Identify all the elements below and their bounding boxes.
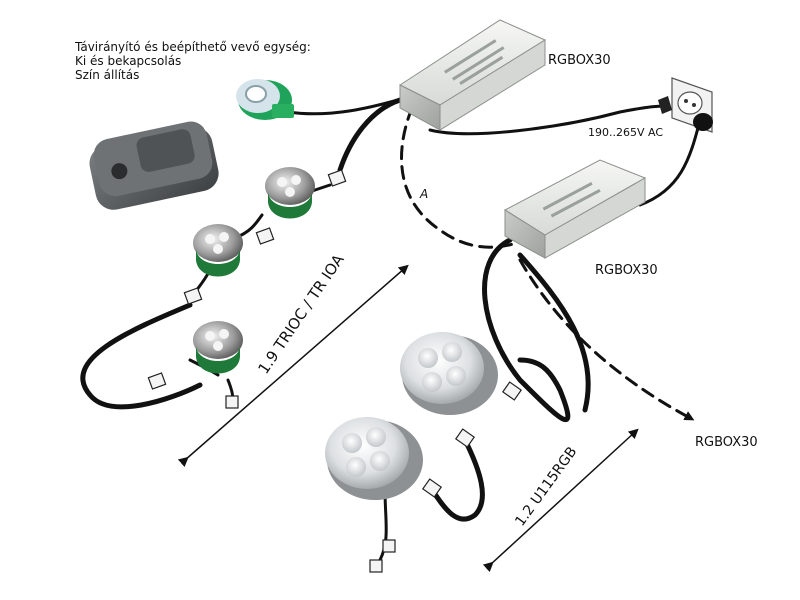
mains-socket — [658, 77, 713, 133]
mains-plug-icon — [658, 96, 672, 114]
led-small-3 — [193, 321, 243, 374]
spot-large-1 — [400, 332, 498, 415]
receiver-unit — [236, 79, 294, 120]
cable-to-rgbox-right — [518, 258, 695, 421]
remote-control — [89, 121, 219, 210]
dimension-arrow-trioc — [177, 264, 409, 468]
label-cable-a: A — [419, 187, 428, 201]
description-line-on-off: Ki és bekapcsolás — [75, 54, 182, 68]
spot-large-2 — [325, 417, 423, 500]
cable-mains-to-box2 — [638, 118, 702, 207]
description-line-color: Szín állítás — [75, 68, 140, 82]
description-block: Távirányító és beépíthető vevő egység: K… — [75, 40, 311, 82]
led-small-2 — [193, 224, 243, 277]
remote-logo-icon — [111, 163, 128, 180]
label-length-u115: 1.2 U115RGB — [512, 444, 580, 529]
cable-spot2 — [429, 437, 485, 522]
cable-box2-to-spot1 — [482, 237, 571, 423]
cable-spot1-loop — [517, 252, 591, 413]
cable-box-to-led-chain — [337, 97, 403, 173]
cable-led-chain-4 — [80, 302, 203, 410]
rgbox-middle — [503, 159, 647, 259]
label-rgbox-middle: RGBOX30 — [595, 263, 658, 278]
dimension-arrow-u115 — [482, 428, 639, 573]
cable-box-to-mains — [428, 104, 667, 136]
label-rgbox-right: RGBOX30 — [695, 435, 758, 450]
label-voltage: 190..265V AC — [588, 126, 663, 139]
led-small-1 — [265, 167, 315, 219]
description-title: Távirányító és beépíthető vevő egység: — [75, 40, 311, 54]
cable-a-dashed — [400, 106, 527, 249]
label-rgbox-top: RGBOX30 — [548, 53, 611, 68]
rgbox-top — [398, 19, 547, 131]
